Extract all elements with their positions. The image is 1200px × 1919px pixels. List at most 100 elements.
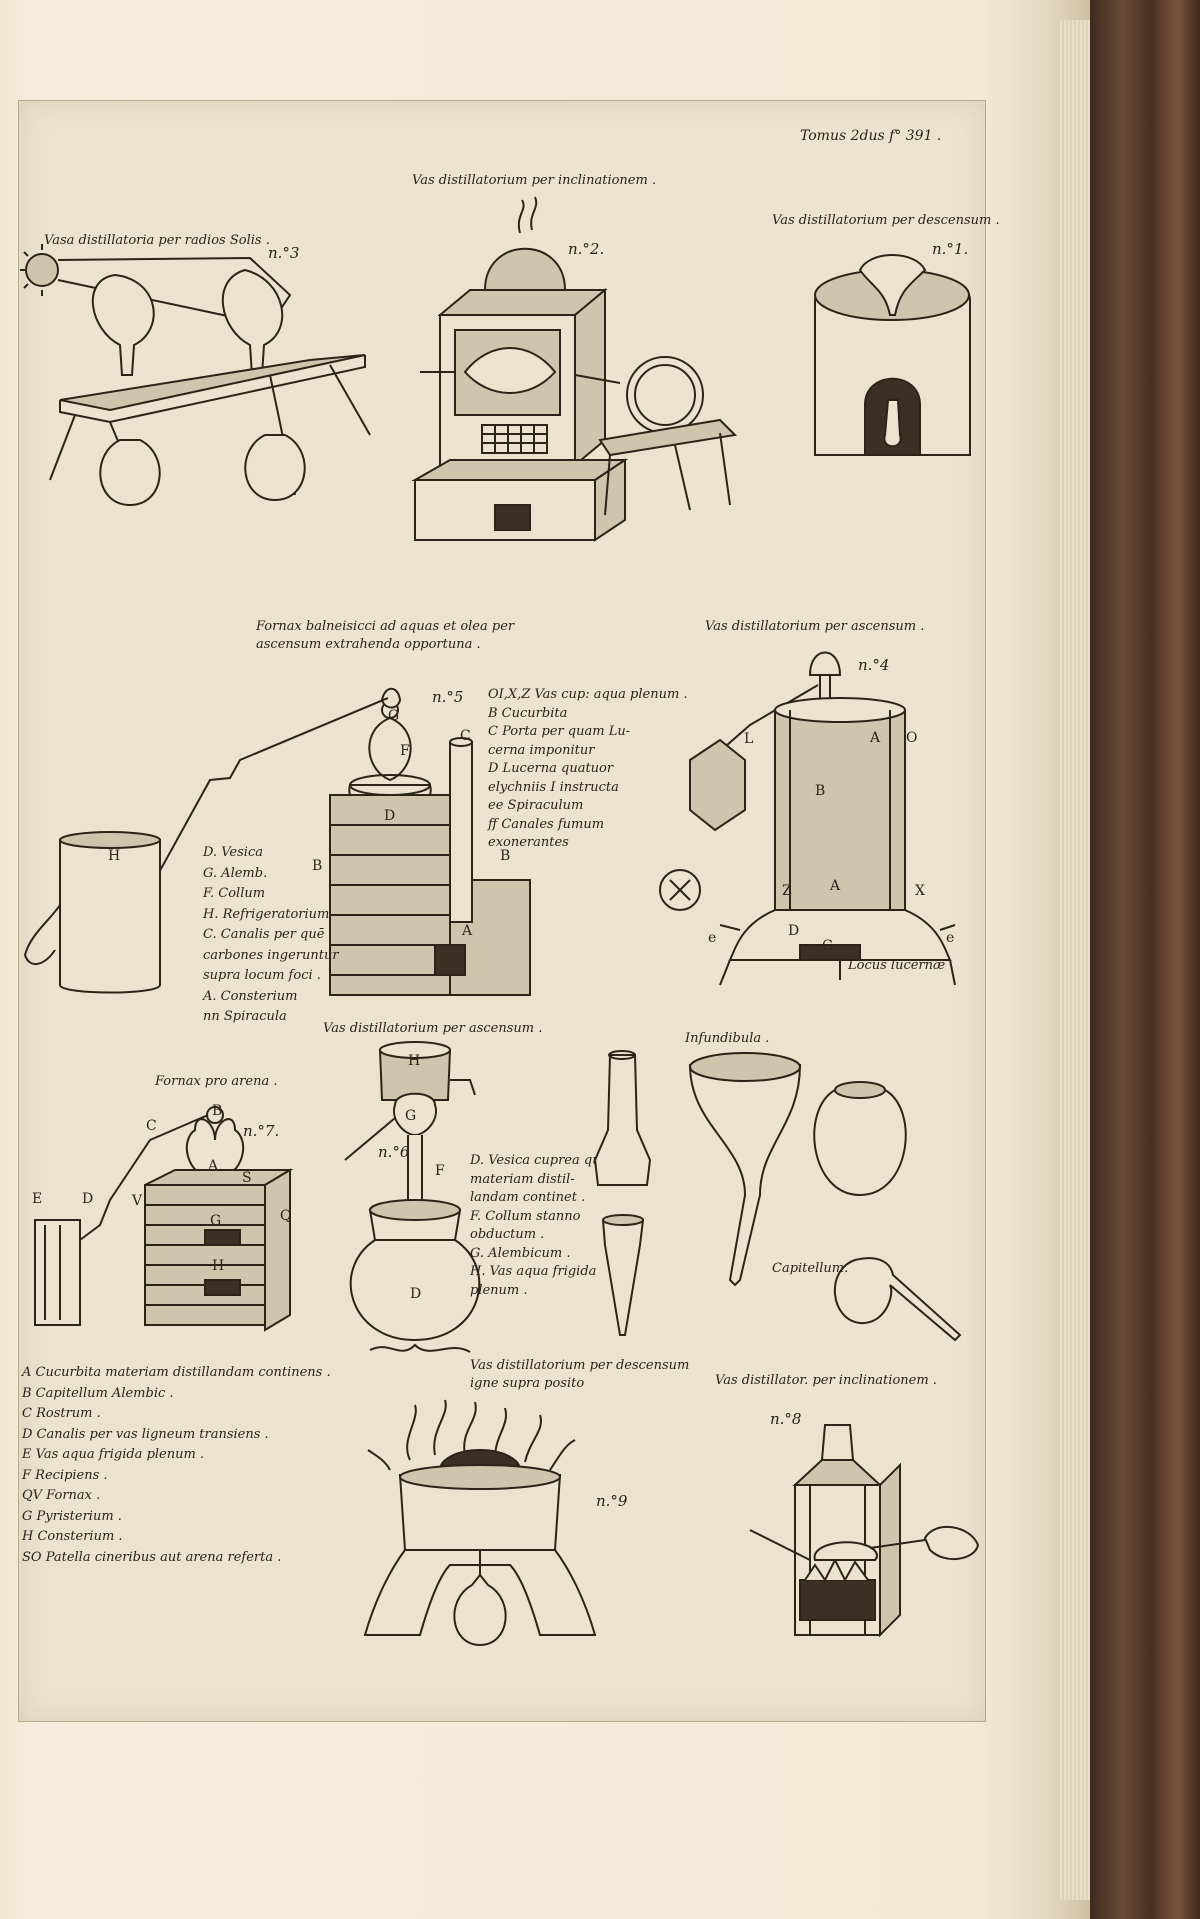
legend6-line: plenum .: [470, 1282, 528, 1298]
legend7-line: E Vas aqua frigida plenum .: [22, 1447, 205, 1462]
figure-tubes: [593, 1050, 652, 1336]
svg-text:S: S: [242, 1170, 252, 1186]
legend-figure-6: D. Vesica cuprea quæ materiam distil- la…: [470, 1152, 613, 1300]
svg-text:e: e: [708, 930, 716, 946]
legend-figure-5b: D. Vesica G. Alemb. F. Collum H. Refrige…: [203, 843, 339, 1028]
figure-descensum-furnace: [814, 254, 971, 456]
legend6-line: H. Vas aqua frigida: [470, 1264, 597, 1279]
legend5a-line: C Porta per quam Lu-: [488, 724, 631, 739]
svg-text:A: A: [829, 878, 841, 894]
caption-solis: Vasa distillatoria per radios Solis .: [44, 233, 270, 248]
svg-text:B: B: [815, 783, 825, 799]
svg-text:A: A: [869, 730, 881, 746]
legend6-line: G. Alembicum .: [470, 1245, 571, 1261]
legend7-line: C Rostrum .: [22, 1406, 101, 1421]
svg-text:G: G: [388, 708, 399, 724]
legend5b-line: F. Collum: [203, 886, 266, 901]
caption-ascensum-1: Vas distillatorium per ascensum .: [705, 619, 925, 634]
caption-ascensum-2: Vas distillatorium per ascensum .: [323, 1021, 543, 1036]
svg-text:A: A: [461, 923, 473, 939]
legend5b-line: nn Spiracula: [203, 1009, 287, 1024]
figure-ascensum-vessel: B A Z X C D L O A e e: [659, 651, 956, 986]
legend5b-line: carbones ingeruntur: [203, 947, 339, 963]
svg-text:B: B: [312, 858, 322, 874]
svg-text:C: C: [822, 938, 833, 954]
legend7-line: F Recipiens .: [22, 1467, 108, 1483]
figure-number-5: n.°5: [432, 688, 464, 706]
svg-text:B: B: [500, 848, 510, 864]
figure-number-4: n.°4: [858, 656, 890, 674]
svg-text:C: C: [146, 1118, 157, 1134]
figure-sun-flasks: [20, 244, 371, 507]
legend5a-line: OI,X,Z Vas cup: aqua plenum .: [488, 687, 688, 702]
legend5a-line: D Lucerna quatuor: [488, 761, 614, 776]
svg-text:G: G: [210, 1213, 221, 1229]
figure-funnels: [688, 1052, 962, 1342]
legend7-line: G Pyristerium .: [22, 1508, 122, 1524]
legend7-line: A Cucurbita materiam distillandam contin…: [22, 1365, 331, 1380]
figure-number-9: n.°9: [596, 1492, 628, 1510]
svg-text:O: O: [906, 730, 917, 746]
svg-text:D: D: [384, 808, 395, 824]
figure-balneum-furnace: D C G F B B A H: [23, 687, 531, 996]
figure-number-8: n.°8: [770, 1410, 802, 1428]
svg-text:H: H: [212, 1258, 224, 1274]
legend7-line: SO Patella cineribus aut arena referta .: [22, 1549, 282, 1565]
legend7-line: D Canalis per vas ligneum transiens .: [22, 1426, 269, 1442]
svg-text:L: L: [744, 731, 753, 747]
caption-descensum-1: Vas distillatorium per descensum .: [772, 213, 1000, 228]
svg-text:H: H: [408, 1053, 420, 1069]
legend7-line: QV Fornax .: [22, 1488, 101, 1503]
caption-furnax: Fornax balneisicci ad aquas et olea per …: [256, 619, 515, 652]
svg-text:e: e: [946, 930, 954, 946]
book-binding: [1090, 0, 1200, 1919]
legend7-line: B Capitellum Alembic .: [22, 1385, 174, 1401]
legend6-line: F. Collum stanno: [470, 1208, 581, 1224]
legend5a-line: ff Canales fumum: [488, 816, 605, 832]
legend-figure-5a: OI,X,Z Vas cup: aqua plenum . B Cucurbit…: [488, 686, 688, 853]
svg-text:X: X: [915, 883, 925, 899]
legend5a-line: exonerantes: [488, 835, 569, 850]
legend6-line: landam continet .: [470, 1190, 586, 1205]
caption-infundibula: Infundibula .: [685, 1031, 770, 1046]
legend5a-line: B Cucurbita: [488, 705, 568, 721]
svg-text:F: F: [400, 743, 410, 759]
figure-number-7: n.°7.: [243, 1122, 280, 1140]
legend5b-line: D. Vesica: [203, 845, 263, 860]
legend5b-line: C. Canalis per quē: [203, 927, 325, 942]
legend5a-line: ee Spiraculum: [488, 798, 584, 813]
caption-lucerna: Locus lucernæ: [848, 958, 946, 973]
figure-number-3: n.°3: [268, 244, 300, 262]
svg-text:H: H: [108, 848, 120, 864]
svg-text:D: D: [82, 1191, 93, 1207]
svg-text:Z: Z: [782, 883, 792, 899]
figure-number-2: n.°2.: [568, 240, 605, 258]
legend6-line: obductum .: [470, 1227, 545, 1242]
svg-text:V: V: [131, 1193, 143, 1209]
legend5b-line: G. Alemb.: [203, 865, 268, 881]
svg-text:G: G: [405, 1108, 416, 1124]
figure-number-1: n.°1.: [932, 240, 969, 258]
legend7-line: H Consterium .: [22, 1529, 123, 1544]
legend-figure-7: A Cucurbita materiam distillandam contin…: [22, 1363, 331, 1568]
legend5a-line: elychniis I instructa: [488, 779, 619, 795]
svg-text:C: C: [460, 728, 471, 744]
svg-text:E: E: [32, 1191, 42, 1207]
legend6-line: materiam distil-: [470, 1171, 575, 1187]
caption-capitellum: Capitellum.: [772, 1261, 849, 1276]
svg-text:F: F: [435, 1163, 445, 1179]
caption-inclination: Vas distillatorium per inclinationem .: [412, 173, 657, 188]
figure-inclination-box: [749, 1424, 980, 1638]
svg-text:Q: Q: [280, 1208, 291, 1224]
svg-text:D: D: [410, 1286, 421, 1302]
legend5b-line: supra locum foci .: [203, 968, 321, 983]
figure-inclination-furnace: [411, 196, 738, 542]
folio-number: Tomus 2dus f° 391 .: [800, 128, 942, 144]
legend5b-line: H. Refrigeratorium: [203, 906, 330, 922]
svg-text:D: D: [788, 923, 799, 939]
svg-text:A: A: [207, 1158, 219, 1174]
caption-descensum-9: Vas distillatorium per descensum igne su…: [470, 1358, 690, 1391]
figure-number-6: n.°6: [378, 1143, 410, 1161]
figure-alembic-cooler: H G D F: [344, 1041, 481, 1353]
